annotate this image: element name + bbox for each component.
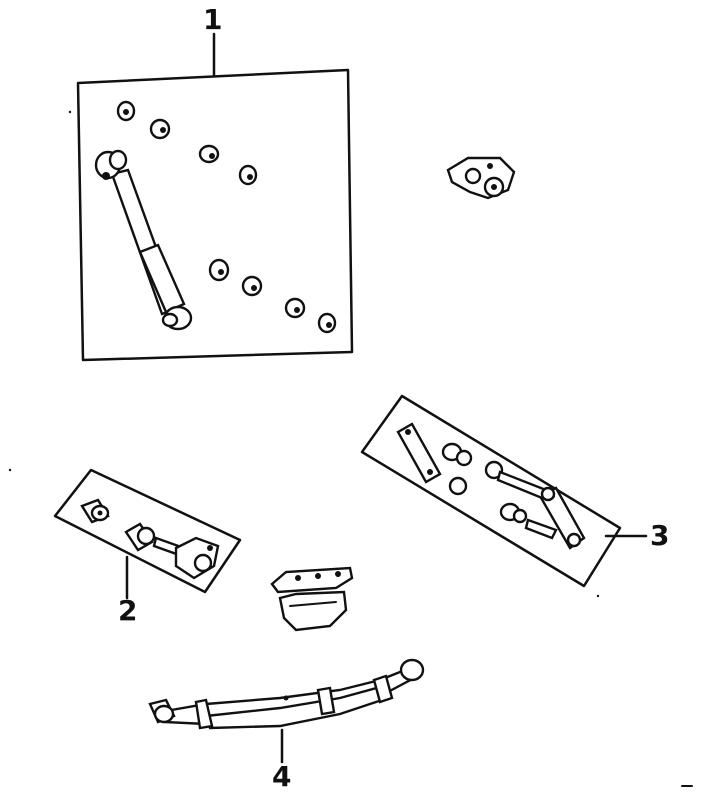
callout-4-label: 4	[272, 760, 291, 793]
bushing-icon	[116, 100, 337, 334]
callout-1-label: 1	[203, 3, 222, 36]
speck	[68, 110, 72, 114]
callout-2-label: 2	[118, 594, 137, 627]
front-bolt-icon	[152, 536, 220, 580]
callout-3-label: 3	[650, 519, 669, 552]
front-shackle-kit-group: 2	[53, 468, 242, 627]
shackle-bolt-icon	[496, 470, 558, 540]
speck	[8, 468, 12, 472]
shock-absorber-kit-group: 1	[76, 3, 354, 362]
leaf-spring-group: 4	[148, 658, 425, 793]
spring-hanger-bracket-icon	[446, 156, 516, 200]
shackle-bushing-icon	[441, 442, 528, 524]
front-bushing-icon	[80, 498, 156, 552]
spring-seat-icon	[270, 566, 354, 632]
rear-shackle-kit-group: 3	[360, 394, 669, 588]
speck	[596, 594, 600, 598]
front-shackle-kit-box	[53, 468, 242, 594]
leaf-spring-icon	[148, 658, 425, 730]
shock-absorber-icon	[94, 149, 193, 331]
rear-shackle-kit-box	[360, 394, 622, 588]
shock-kit-box	[76, 68, 354, 362]
